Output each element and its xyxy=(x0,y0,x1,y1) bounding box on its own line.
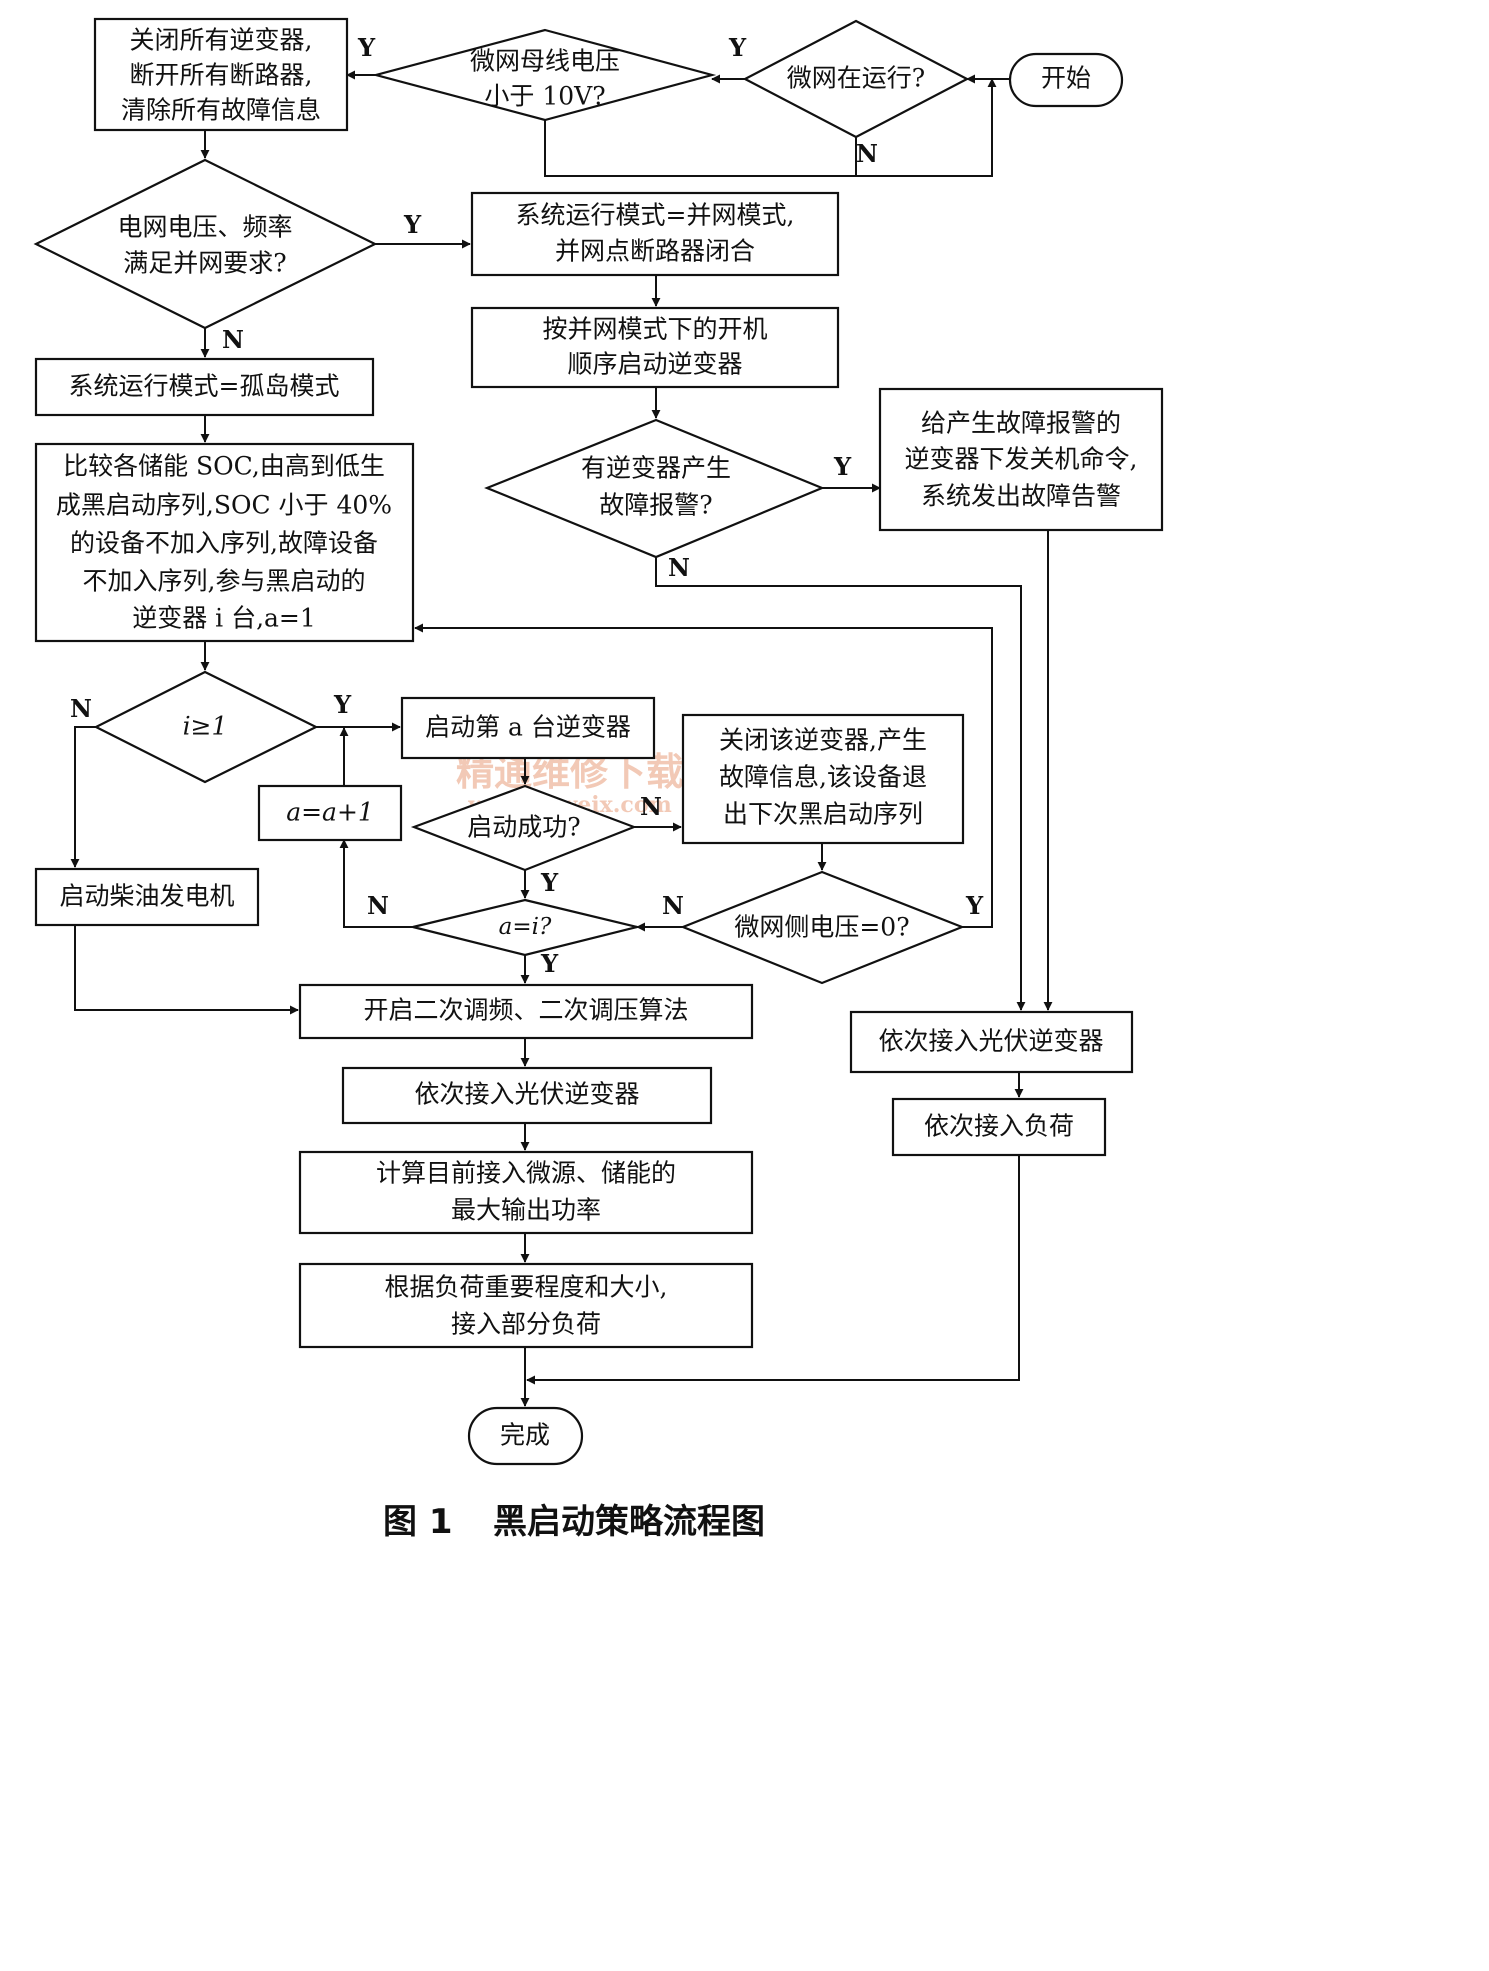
label-ok-no: N xyxy=(640,792,662,821)
decision-grid-ok-line2: 满足并网要求? xyxy=(123,249,286,278)
process-load-right: 依次接入负荷 xyxy=(891,1097,1107,1157)
process-close-all-line1: 关闭所有逆变器, xyxy=(130,26,313,55)
edge-loadright-to-done xyxy=(526,1155,1020,1385)
process-a-inc: a=a+1 xyxy=(257,784,403,842)
process-pv-left-label: 依次接入光伏逆变器 xyxy=(414,1080,639,1109)
label-running-yes: Y xyxy=(728,33,747,62)
process-a-inc-label: a=a+1 xyxy=(286,798,374,827)
process-calc-power-line2: 最大输出功率 xyxy=(451,1196,601,1225)
process-shutdown-faulty-line1: 给产生故障报警的 xyxy=(921,409,1121,438)
label-i-yes: Y xyxy=(333,690,352,719)
decision-bus-voltage-line2: 小于 10V? xyxy=(484,82,605,111)
process-soc-sequence: 比较各储能 SOC,由高到低生 成黑启动序列,SOC 小于 40% 的设备不加入… xyxy=(34,442,415,643)
decision-start-ok-label: 启动成功? xyxy=(467,813,580,842)
done-terminal: 完成 xyxy=(467,1406,584,1466)
process-load-partial: 根据负荷重要程度和大小, 接入部分负荷 xyxy=(298,1262,754,1349)
process-grid-start-line1: 按并网模式下的开机 xyxy=(542,315,767,344)
process-close-all-line2: 断开所有断路器, xyxy=(130,61,313,90)
process-close-inverter-line3: 出下次黑启动序列 xyxy=(723,800,923,829)
label-aeqi-yes: Y xyxy=(540,949,559,978)
label-aeqi-no: N xyxy=(367,891,389,920)
process-close-inverter: 关闭该逆变器,产生 故障信息,该设备退 出下次黑启动序列 xyxy=(681,713,965,845)
label-ok-yes: Y xyxy=(540,868,559,897)
label-fault-yes: Y xyxy=(833,452,852,481)
process-calc-power: 计算目前接入微源、储能的 最大输出功率 xyxy=(298,1150,754,1235)
figure-caption: 图 1 黑启动策略流程图 xyxy=(383,1502,765,1542)
label-fault-no: N xyxy=(668,553,690,582)
label-gridok-yes: Y xyxy=(403,210,422,239)
process-shutdown-faulty: 给产生故障报警的 逆变器下发关机命令, 系统发出故障告警 xyxy=(878,387,1164,532)
process-pv-right-label: 依次接入光伏逆变器 xyxy=(878,1027,1103,1056)
label-gridok-no: N xyxy=(222,325,244,354)
edge-aeqi-no xyxy=(339,839,413,928)
done-label: 完成 xyxy=(500,1421,550,1450)
start-label: 开始 xyxy=(1041,64,1091,93)
label-i-no: N xyxy=(70,694,92,723)
process-diesel-label: 启动柴油发电机 xyxy=(59,882,234,911)
process-calc-power-line1: 计算目前接入微源、储能的 xyxy=(376,1159,676,1188)
process-grid-mode: 系统运行模式=并网模式, 并网点断路器闭合 xyxy=(470,191,840,277)
process-grid-mode-line1: 系统运行模式=并网模式, xyxy=(516,201,795,230)
edge-diesel-to-secondary xyxy=(74,925,299,1015)
process-close-inverter-line1: 关闭该逆变器,产生 xyxy=(719,726,927,755)
process-load-right-label: 依次接入负荷 xyxy=(924,1112,1074,1141)
process-soc-sequence-line5: 逆变器 i 台,a=1 xyxy=(132,604,316,633)
label-mgv-yes: Y xyxy=(965,891,984,920)
process-island-mode: 系统运行模式=孤岛模式 xyxy=(34,357,375,417)
start-terminal: 开始 xyxy=(1008,52,1124,108)
label-bus-yes: Y xyxy=(357,33,376,62)
process-pv-left: 依次接入光伏逆变器 xyxy=(341,1066,713,1125)
edge-fault-no xyxy=(655,557,1026,1011)
process-load-partial-line1: 根据负荷重要程度和大小, xyxy=(385,1273,668,1302)
process-soc-sequence-line2: 成黑启动序列,SOC 小于 40% xyxy=(56,491,392,520)
edge-i-no xyxy=(70,726,96,868)
nodes: 开始 微网在运行? 微网母线电压 小于 10V? 关闭所有逆变器, 断开所有断路… xyxy=(33,17,1164,1466)
edge-mgv-yes xyxy=(414,623,993,928)
process-shutdown-faulty-line3: 系统发出故障告警 xyxy=(921,482,1121,511)
decision-a-eq-i-label: a=i? xyxy=(499,914,552,940)
process-soc-sequence-line3: 的设备不加入序列,故障设备 xyxy=(70,529,378,558)
process-grid-start-line2: 顺序启动逆变器 xyxy=(567,350,742,379)
label-mgv-no: N xyxy=(662,891,684,920)
decision-bus-voltage: 微网母线电压 小于 10V? xyxy=(371,28,717,122)
process-soc-sequence-line4: 不加入序列,参与黑启动的 xyxy=(83,567,366,596)
process-start-a: 启动第 a 台逆变器 xyxy=(400,696,656,760)
decision-i-ge-1-label: i≥1 xyxy=(183,712,228,741)
decision-grid-ok: 电网电压、频率 满足并网要求? xyxy=(33,158,378,330)
process-secondary: 开启二次调频、二次调压算法 xyxy=(298,983,754,1040)
label-running-no: N xyxy=(856,139,878,168)
connectors xyxy=(70,70,1053,1407)
process-close-all-line3: 清除所有故障信息 xyxy=(121,96,321,125)
process-grid-start: 按并网模式下的开机 顺序启动逆变器 xyxy=(470,306,840,389)
process-soc-sequence-line1: 比较各储能 SOC,由高到低生 xyxy=(63,452,385,481)
decision-grid-ok-line1: 电网电压、频率 xyxy=(117,213,292,242)
decision-start-ok: 启动成功? xyxy=(410,784,638,872)
decision-i-ge-1: i≥1 xyxy=(93,670,319,784)
decision-running-label: 微网在运行? xyxy=(787,64,925,93)
decision-fault-alarm-line2: 故障报警? xyxy=(599,491,712,520)
process-close-all: 关闭所有逆变器, 断开所有断路器, 清除所有故障信息 xyxy=(93,17,349,132)
process-grid-mode-line2: 并网点断路器闭合 xyxy=(555,237,755,266)
process-diesel: 启动柴油发电机 xyxy=(34,867,260,927)
process-close-inverter-line2: 故障信息,该设备退 xyxy=(719,763,927,792)
decision-a-eq-i: a=i? xyxy=(412,898,638,957)
decision-mg-voltage-zero-label: 微网侧电压=0? xyxy=(734,913,909,942)
decision-mg-voltage-zero: 微网侧电压=0? xyxy=(680,870,965,985)
edge-bus-no xyxy=(544,120,856,177)
process-island-mode-label: 系统运行模式=孤岛模式 xyxy=(69,372,340,401)
flowchart: 精通维修下载 www.gzweix.com xyxy=(33,17,1164,1542)
process-secondary-label: 开启二次调频、二次调压算法 xyxy=(363,996,688,1025)
process-load-partial-line2: 接入部分负荷 xyxy=(451,1310,601,1339)
caption-number: 图 1 xyxy=(383,1502,453,1542)
caption-title: 黑启动策略流程图 xyxy=(493,1502,765,1542)
process-start-a-label: 启动第 a 台逆变器 xyxy=(425,713,631,742)
process-pv-right: 依次接入光伏逆变器 xyxy=(849,1010,1134,1074)
edge-labels: Y N Y Y N Y N N Y N Y N N Y Y xyxy=(70,33,984,978)
decision-fault-alarm-line1: 有逆变器产生 xyxy=(581,454,731,483)
decision-bus-voltage-line1: 微网母线电压 xyxy=(470,47,620,76)
decision-running: 微网在运行? xyxy=(742,19,970,139)
decision-fault-alarm: 有逆变器产生 故障报警? xyxy=(484,418,825,559)
process-shutdown-faulty-line2: 逆变器下发关机命令, xyxy=(905,445,1138,474)
edge-running-no xyxy=(855,78,997,177)
